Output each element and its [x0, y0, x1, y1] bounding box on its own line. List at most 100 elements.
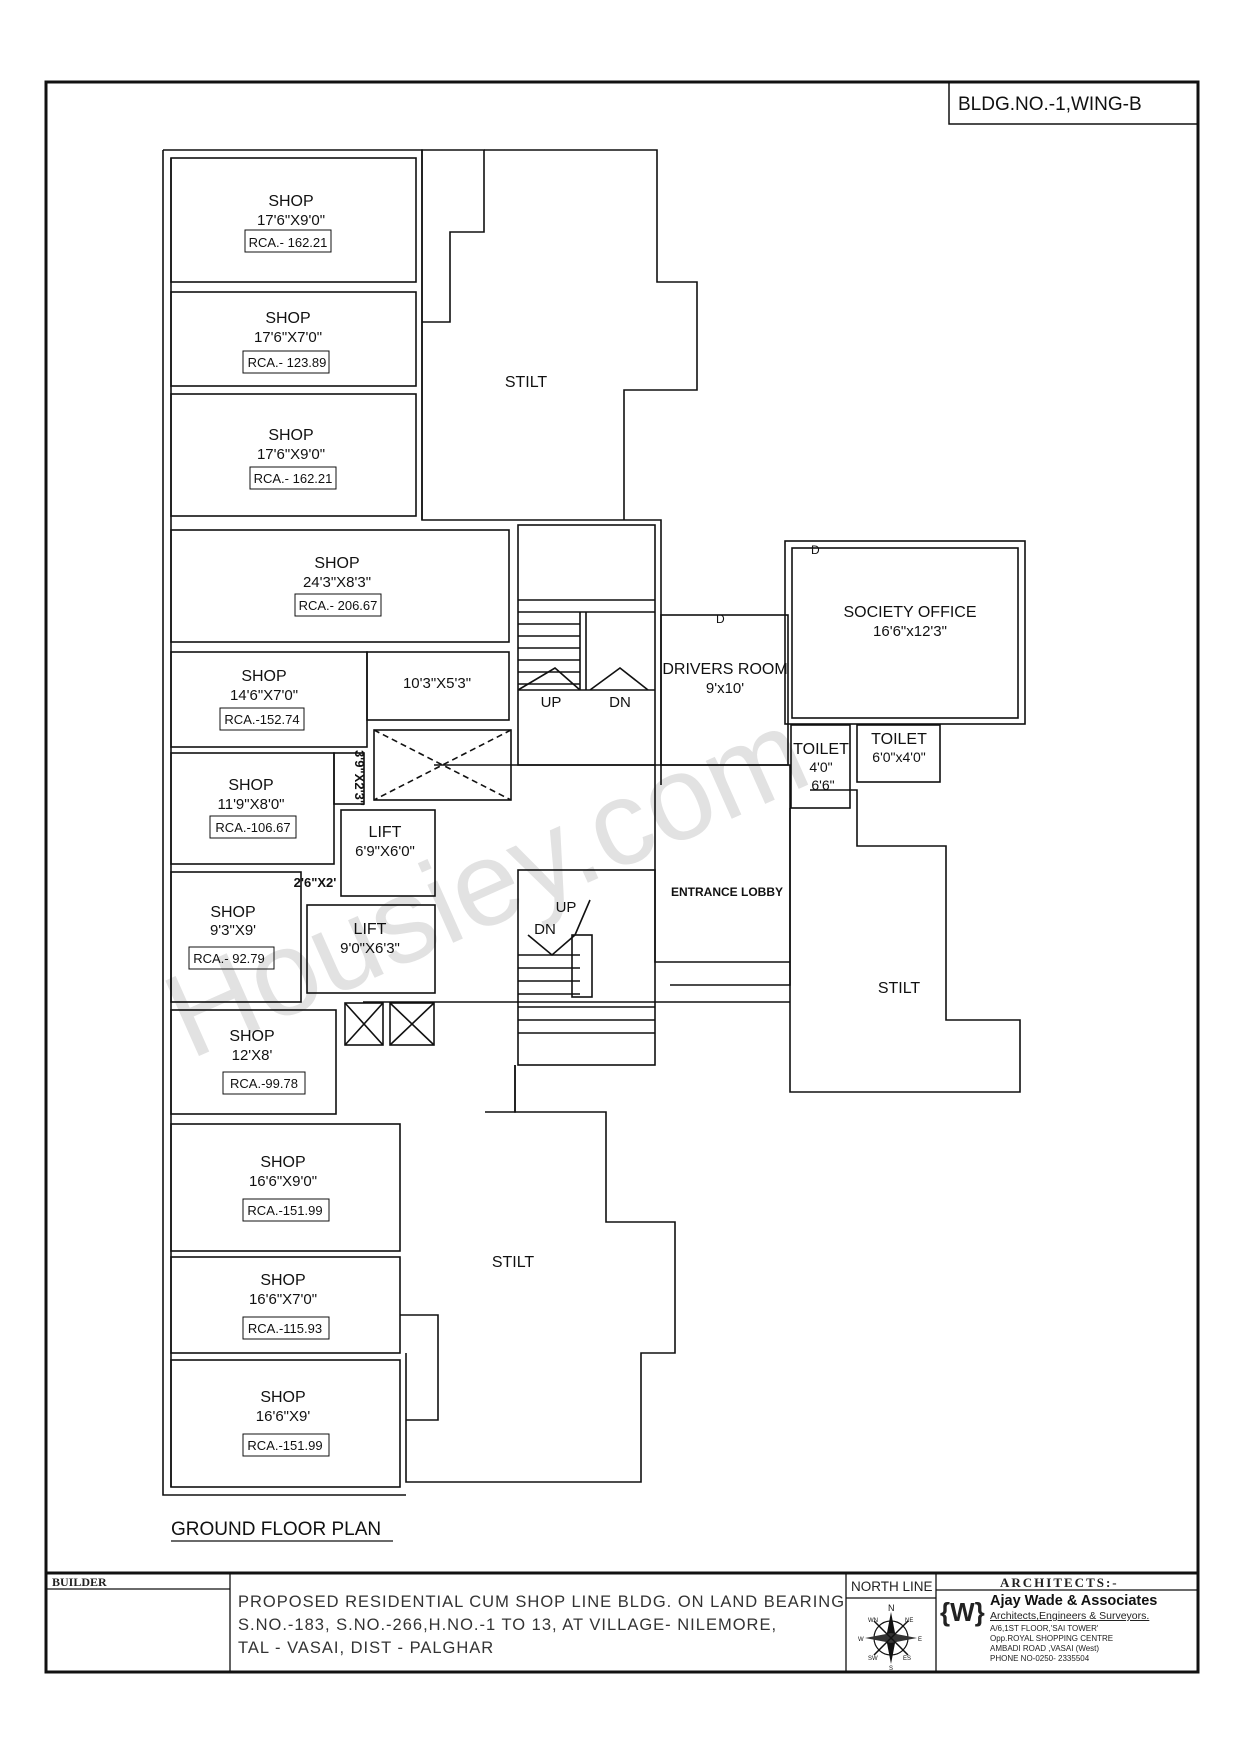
- shop11-rca-box: [242, 1433, 330, 1457]
- plan-title: GROUND FLOOR PLAN: [171, 1519, 381, 1540]
- shop7-name: SHOP: [210, 904, 255, 921]
- drivers-room-size: 9'x10': [706, 680, 744, 697]
- drivers-room-name: DRIVERS ROOM: [662, 661, 787, 678]
- shop6-wall: [170, 752, 335, 865]
- shop6-rca: RCA.-106.67: [215, 820, 290, 835]
- project-line-1: PROPOSED RESIDENTIAL CUM SHOP LINE BLDG.…: [238, 1593, 846, 1611]
- shop1-size: 17'6"X9'0": [257, 212, 325, 229]
- stair1-arrows: [517, 666, 649, 691]
- store-wall: [366, 651, 510, 721]
- lift2-size: 9'0"X6'3": [340, 940, 400, 957]
- lift2-wall: [306, 904, 436, 994]
- project-line-2: S.NO.-183, S.NO.-266,H.NO.-1 TO 13, AT V…: [238, 1616, 778, 1634]
- shop7-rca: RCA.- 92.79: [193, 951, 265, 966]
- shop7-wall: [170, 871, 302, 1003]
- shop7-size: 9'3"X9': [210, 922, 256, 939]
- duct-box: [344, 1002, 384, 1046]
- stair2-arrows: [527, 899, 591, 957]
- shop8-rca: RCA.-99.78: [230, 1076, 298, 1091]
- shop11-size: 16'6"X9': [256, 1408, 311, 1425]
- firm-address: A/6,1ST FLOOR,'SAI TOWER' Opp.ROYAL SHOP…: [990, 1624, 1113, 1664]
- shop4-size: 24'3"X8'3": [303, 574, 371, 591]
- address-line-3: AMBADI ROAD ,VASAI (West): [990, 1644, 1100, 1653]
- wall: [162, 150, 406, 1496]
- shop6-size: 11'9"X8'0": [218, 796, 285, 813]
- stair2-dn-label: DN: [534, 921, 556, 938]
- duct1-size: 3'9"X2'3": [352, 750, 367, 806]
- society-office-size: 16'6"x12'3": [873, 623, 947, 640]
- stair1-dn-label: DN: [609, 694, 631, 711]
- shop9-wall: [170, 1123, 401, 1252]
- shop4-rca-box: [294, 593, 382, 617]
- society-office-inner: [791, 547, 1019, 719]
- shop3-rca-box: [249, 466, 337, 490]
- architects-label: ARCHITECTS:-: [1000, 1575, 1119, 1590]
- stilt-right-label: STILT: [878, 980, 921, 997]
- stair1-treads: [518, 599, 655, 690]
- builder-label: BUILDER: [52, 1575, 107, 1589]
- room-labels: SHOP 17'6"X9'0" RCA.- 162.21 SHOP 17'6"X…: [188, 193, 977, 1457]
- shop4-wall: [170, 529, 510, 643]
- compass-s: S: [889, 1666, 893, 1672]
- stilt-bottom-edge: [400, 1314, 439, 1421]
- shop5-name: SHOP: [241, 668, 286, 685]
- shop11-wall: [170, 1359, 401, 1488]
- duct-box: [389, 1002, 435, 1046]
- stilt-top-edge: [484, 149, 698, 520]
- toilet1-size-a: 4'0": [809, 759, 832, 775]
- door-mark: D: [716, 612, 725, 626]
- project-line-3: TAL - VASAI, DIST - PALGHAR: [238, 1639, 495, 1657]
- shop4-name: SHOP: [314, 555, 359, 572]
- stair2-newel: [571, 934, 593, 998]
- shop2-rca: RCA.- 123.89: [248, 355, 327, 370]
- compass-nw: WN: [868, 1618, 878, 1624]
- shop1-rca-box: [244, 229, 332, 253]
- shop8-wall: [170, 1009, 337, 1115]
- stair2-treads: [518, 954, 655, 1034]
- shop8-size: 12'X8': [232, 1047, 273, 1064]
- stair1-up-label: UP: [541, 694, 562, 711]
- toilet2-name: TOILET: [871, 731, 927, 748]
- address-line-1: A/6,1ST FLOOR,'SAI TOWER': [990, 1624, 1099, 1633]
- shop7-rca-box: [188, 946, 275, 970]
- compass-n: N: [888, 1603, 895, 1613]
- toilet2-size: 6'0"x4'0": [872, 749, 925, 765]
- toilet1-wall: [790, 724, 851, 809]
- shop9-rca-box: [242, 1198, 330, 1222]
- watermark: Housiey.com: [146, 683, 826, 1084]
- stilt-bottom-edge: [485, 1065, 516, 1113]
- compass-se: ES: [903, 1656, 911, 1662]
- shop2-name: SHOP: [265, 310, 310, 327]
- north-line-label: NORTH LINE: [851, 1579, 933, 1594]
- shop2-size: 17'6"X7'0": [254, 329, 322, 346]
- stair2-up-label: UP: [556, 899, 577, 916]
- title-block: [46, 1571, 1198, 1672]
- firm-tagline: Architects,Engineers & Surveyors.: [990, 1610, 1150, 1622]
- walls: [162, 149, 1026, 1496]
- building-tag: BLDG.NO.-1,WING-B: [958, 94, 1142, 115]
- shop3-rca: RCA.- 162.21: [254, 471, 333, 486]
- shop2-rca-box: [242, 350, 330, 374]
- compass-ne: NE: [905, 1618, 913, 1624]
- stilt-top-edge: [421, 149, 485, 520]
- toilet1-size-b: 6'6": [811, 777, 834, 793]
- shop5-size: 14'6"X7'0": [230, 687, 298, 704]
- stilt-right-edge: [789, 789, 1021, 1093]
- shop1-wall: [170, 157, 417, 283]
- shop5-rca: RCA.-152.74: [224, 712, 299, 727]
- compass-w: W: [858, 1637, 864, 1643]
- shop10-name: SHOP: [260, 1272, 305, 1289]
- lift1-wall: [340, 809, 436, 897]
- toilet1-name: TOILET: [793, 741, 849, 758]
- store-size: 10'3"X5'3": [403, 675, 471, 692]
- compass-sw: SW: [868, 1656, 878, 1662]
- lift1-size: 6'9"X6'0": [355, 843, 415, 860]
- lift2-name: LIFT: [354, 921, 387, 938]
- address-line-2: Opp.ROYAL SHOPPING CENTRE: [990, 1634, 1114, 1643]
- stilt-top-label: STILT: [505, 374, 548, 391]
- firm-phone: PHONE NO-0250- 2335504: [990, 1654, 1090, 1663]
- firm-name: Ajay Wade & Associates: [990, 1593, 1158, 1609]
- shop3-name: SHOP: [268, 427, 313, 444]
- shop4-rca: RCA.- 206.67: [299, 598, 378, 613]
